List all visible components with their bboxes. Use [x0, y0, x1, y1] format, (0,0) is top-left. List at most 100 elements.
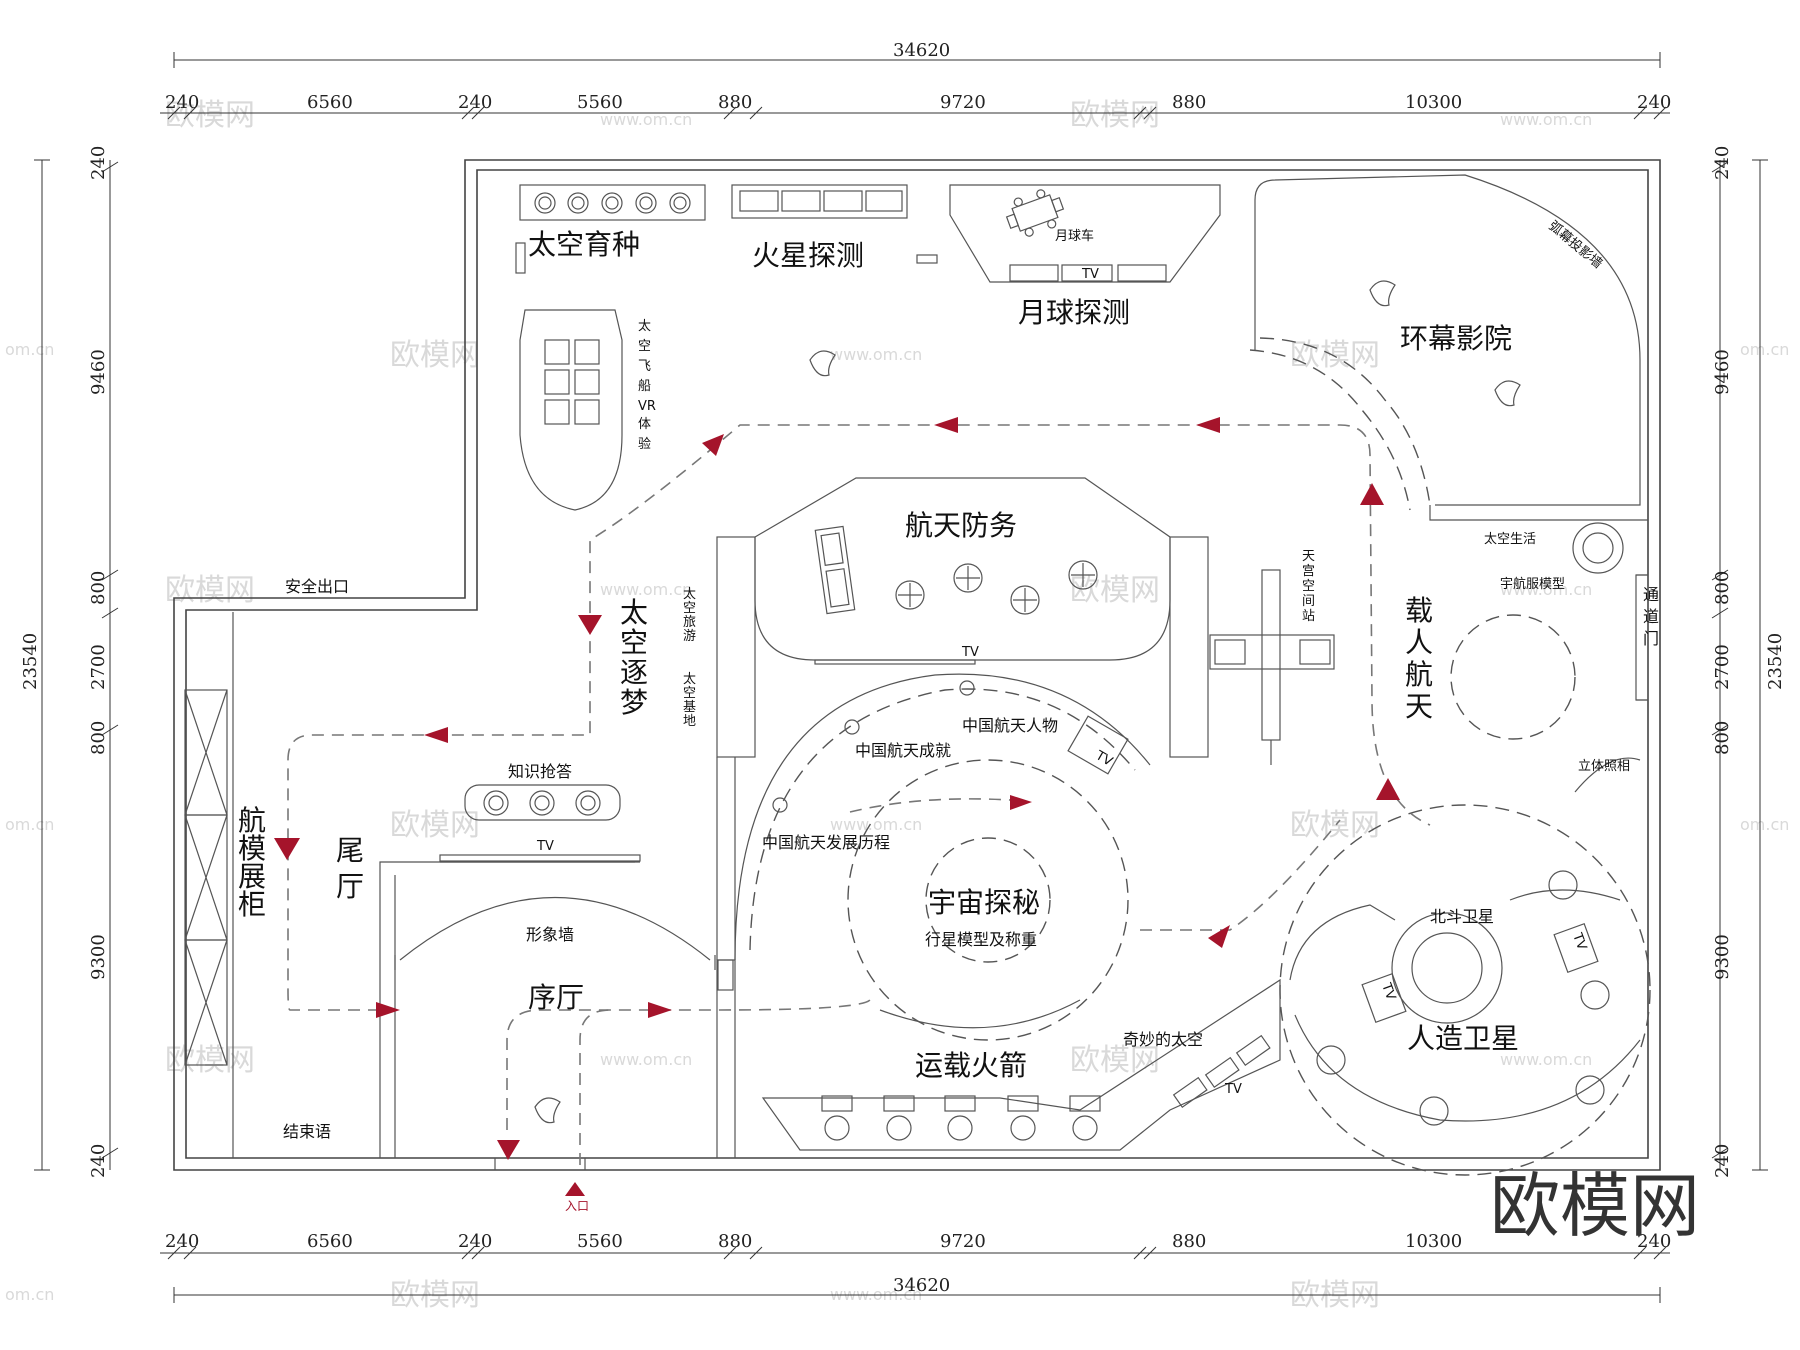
watermark-url: om.cn — [5, 340, 54, 359]
space-life-label: 太空生活 — [1484, 532, 1536, 547]
dim-tick — [1653, 1246, 1667, 1260]
svg-text:间: 间 — [1302, 594, 1315, 609]
space-station-model — [1209, 569, 1335, 765]
watermark-text: 欧模网 — [1070, 98, 1160, 133]
dim-tick — [1653, 106, 1667, 120]
dim-tick — [461, 106, 475, 120]
space-breeding-exhibit — [515, 184, 706, 274]
satellite-tv-label-1: TV — [1378, 980, 1398, 1002]
dim-label: 10300 — [1405, 92, 1462, 113]
vr-spaceship-label: 太 空 飞 船 VR 体 验 — [638, 319, 656, 452]
safety-exit-label: 安全出口 — [285, 577, 349, 596]
wonder-tv-label: TV — [1224, 1082, 1242, 1097]
watermark-url: om.cn — [5, 815, 54, 834]
quiz-tv-label: TV — [536, 839, 554, 854]
satellite-tv-label-2: TV — [1569, 930, 1589, 952]
watermark-url: www.om.cn — [1500, 580, 1592, 599]
dim-tick — [471, 106, 485, 120]
watermark-text: 欧模网 — [165, 98, 255, 133]
watermark-text: 欧模网 — [1290, 808, 1380, 843]
dim-label: 240 — [88, 1144, 109, 1178]
space-breeding-label: 太空育种 — [528, 228, 640, 261]
svg-text:旅: 旅 — [683, 615, 696, 630]
svg-text:游: 游 — [683, 629, 696, 644]
watermark-url: om.cn — [1740, 815, 1789, 834]
dim-label: 240 — [1712, 1144, 1733, 1178]
moon-label: 月球探测 — [1018, 296, 1130, 329]
svg-text:空: 空 — [1302, 579, 1315, 594]
rocket-label: 运载火箭 — [915, 1049, 1027, 1082]
svg-text:VR: VR — [638, 399, 656, 414]
watermark-text: 欧模网 — [1070, 573, 1160, 608]
dim-total-top: 34620 — [893, 40, 950, 61]
dim-label: 880 — [718, 1231, 752, 1252]
dim-tick — [461, 1246, 475, 1260]
watermark-text: 欧模网 — [390, 338, 480, 373]
crewed-label: 载 人 航 天 — [1405, 594, 1433, 723]
dim-label: 5560 — [577, 92, 623, 113]
dim-tick — [749, 106, 763, 120]
dim-tick — [183, 1246, 197, 1260]
svg-text:道: 道 — [1643, 607, 1659, 626]
moon-exhibit — [949, 184, 1221, 283]
watermark-url: www.om.cn — [600, 1050, 692, 1069]
svg-text:宫: 宫 — [1302, 564, 1315, 579]
ending-label: 结束语 — [283, 1122, 331, 1141]
dim-tick — [1633, 106, 1647, 120]
watermark-url: www.om.cn — [1500, 110, 1592, 129]
svg-text:航: 航 — [238, 804, 266, 837]
dim-label: 800 — [88, 571, 109, 605]
mars-label: 火星探测 — [752, 239, 864, 272]
svg-text:门: 门 — [1643, 629, 1659, 648]
dim-label: 880 — [1172, 92, 1206, 113]
svg-text:展: 展 — [238, 860, 266, 893]
dim-label: 9720 — [940, 92, 986, 113]
dim-label: 9720 — [940, 1231, 986, 1252]
svg-text:验: 验 — [638, 436, 651, 452]
dim-label: 23540 — [20, 633, 41, 690]
dim-tick — [471, 1246, 485, 1260]
dim-tick — [167, 106, 181, 120]
dim-label: 6560 — [307, 92, 353, 113]
dim-label: 240 — [165, 92, 199, 113]
base-label: 太 空 基 地 — [683, 672, 696, 729]
dim-label: 880 — [1172, 1231, 1206, 1252]
moon-rover-label: 月球车 — [1055, 228, 1094, 244]
watermark-url: www.om.cn — [830, 345, 922, 364]
visitor-figure-icons — [534, 280, 1521, 1124]
dim-label: 240 — [1712, 146, 1733, 180]
dim-label: 10300 — [1405, 1231, 1462, 1252]
visitor-route — [287, 424, 1431, 1165]
watermark-url: www.om.cn — [600, 110, 692, 129]
entrance-marker — [565, 1182, 585, 1196]
arc-wall-label: 弧幕投影墙 — [1545, 218, 1605, 272]
dim-tick — [1633, 1246, 1647, 1260]
dim-tick — [1143, 1246, 1157, 1260]
dim-tick — [723, 106, 737, 120]
universe-exhibit — [847, 759, 1129, 1041]
crewed-exhibit — [1450, 522, 1641, 793]
dim-label: 2700 — [1712, 644, 1733, 690]
dim-right-labels: 23540 240 9460 800 2700 800 9300 240 — [1712, 146, 1786, 1178]
watermark-url: www.om.cn — [600, 580, 692, 599]
universe-label: 宇宙探秘 — [928, 886, 1040, 919]
svg-text:空: 空 — [620, 626, 648, 659]
passage-door-label: 通 道 门 — [1643, 585, 1659, 648]
dim-tick — [183, 106, 197, 120]
dim-label: 6560 — [307, 1231, 353, 1252]
svg-text:基: 基 — [683, 700, 696, 715]
dim-label: 880 — [718, 92, 752, 113]
svg-text:空: 空 — [683, 686, 696, 701]
model-cabinet-label: 航 模 展 柜 — [238, 804, 266, 921]
brand-watermark: 欧模网 — [1490, 1165, 1700, 1247]
svg-text:逐: 逐 — [620, 656, 648, 689]
stereo-photo-label: 立体照相 — [1578, 759, 1630, 774]
svg-text:通: 通 — [1643, 585, 1659, 604]
dim-label: 800 — [1712, 571, 1733, 605]
svg-text:天: 天 — [1405, 690, 1433, 723]
defense-exhibit — [754, 477, 1171, 665]
watermark-text: 欧模网 — [1290, 338, 1380, 373]
dim-label: 240 — [458, 92, 492, 113]
dim-label: 9300 — [88, 934, 109, 980]
